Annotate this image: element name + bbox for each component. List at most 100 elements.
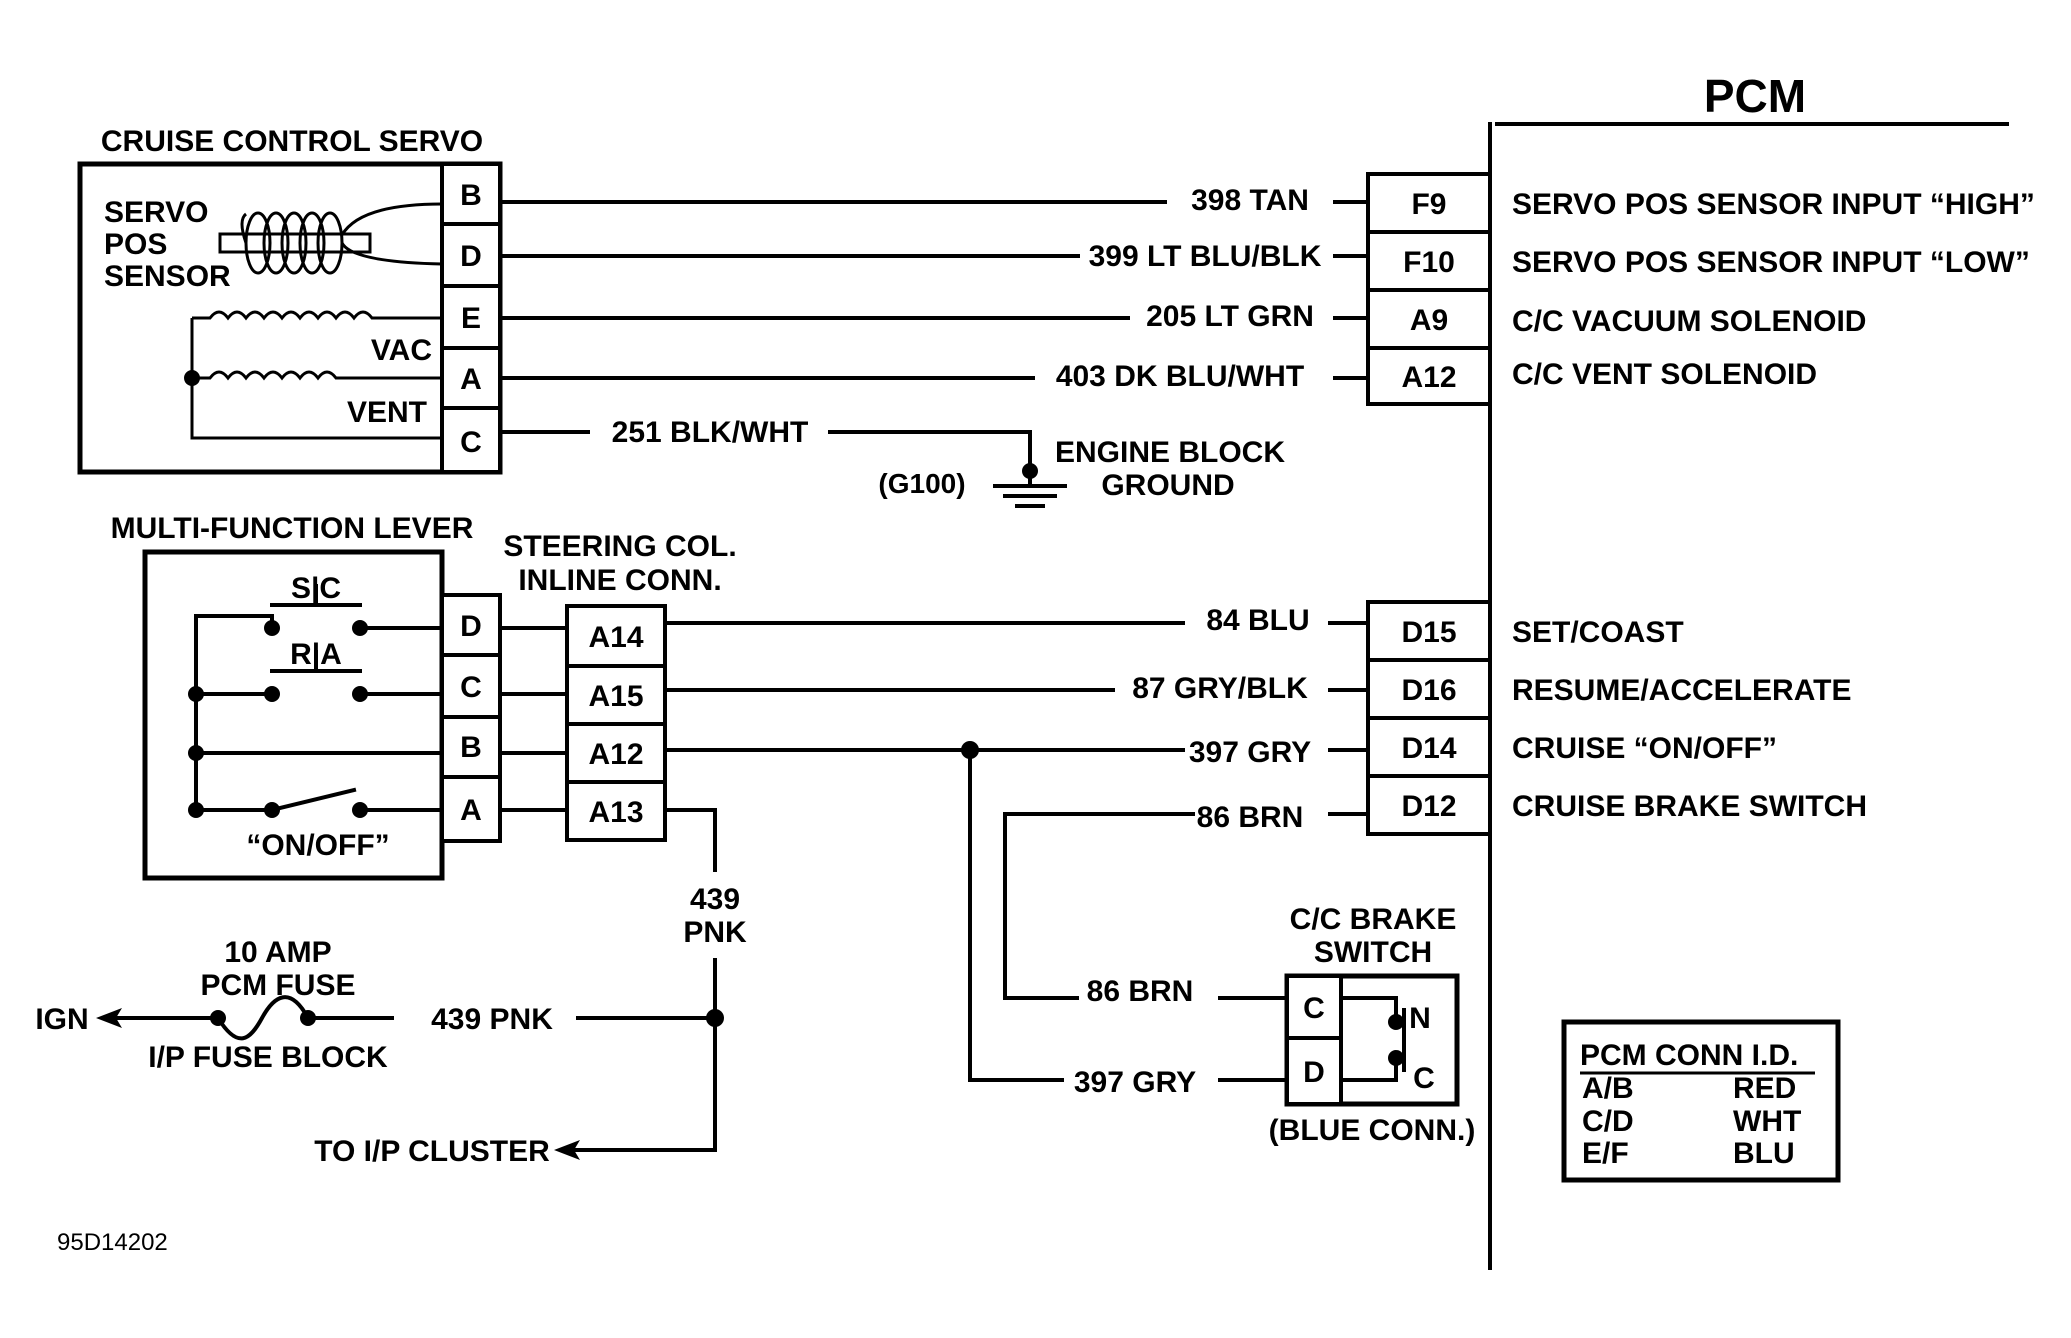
wire-439-pnk xyxy=(663,808,717,872)
wire-439-pnk xyxy=(565,958,717,1152)
lever-junction-dot xyxy=(188,745,204,761)
servo-pin-label: C xyxy=(460,426,482,459)
pcm-pin-d15 xyxy=(1366,600,1492,662)
brake-contact-c: C xyxy=(1413,1062,1435,1095)
wire-label: 399 LT BLU/BLK xyxy=(1089,240,1322,273)
lever-pcm-wires: 84 BLU 87 GRY/BLK 397 GRY 86 BRN xyxy=(663,604,1370,1082)
pcm-pin-f9 xyxy=(1366,172,1492,234)
wire-label: 87 GRY/BLK xyxy=(1132,672,1308,705)
inline-pin-label: A15 xyxy=(588,680,643,713)
brake-contact-dot xyxy=(1388,1014,1404,1030)
switch-contact-dot xyxy=(264,686,280,702)
pcm-function-label: CRUISE “ON/OFF” xyxy=(1512,732,1777,765)
lever-pin-b xyxy=(440,715,502,779)
wire-label: 439 PNK xyxy=(431,1003,553,1036)
legend-conn: E/F xyxy=(1582,1137,1629,1170)
fuse-label: 10 AMP xyxy=(224,936,331,969)
legend-conn: A/B xyxy=(1582,1072,1634,1105)
servo-common-wire xyxy=(190,318,442,440)
ground-label: GROUND xyxy=(1101,469,1234,502)
brake-contact-dot xyxy=(1388,1050,1404,1066)
wire-397-gry-branch xyxy=(968,748,1064,1082)
pcm-function-label: C/C VACUUM SOLENOID xyxy=(1512,305,1866,338)
pcm-connector-legend: PCM CONN I.D. A/B RED C/D WHT E/F BLU xyxy=(1561,1019,1841,1183)
vacuum-solenoid-coil xyxy=(192,310,442,321)
cruise-control-servo: CRUISE CONTROL SERVO B D E A C SERVO POS… xyxy=(77,125,503,475)
ground-label: ENGINE BLOCK xyxy=(1055,436,1285,469)
pcm-pin-label: A9 xyxy=(1410,304,1448,337)
wire-label: 205 LT GRN xyxy=(1146,300,1314,333)
wire-label: PNK xyxy=(683,916,747,949)
pcm-pin-label: F10 xyxy=(1403,246,1455,279)
lever-pin-label: B xyxy=(460,731,482,764)
lever-pin-c xyxy=(440,653,502,719)
power-feed: 439 PNK 439 PNK 10 AMP PCM FUSE I/P FUSE… xyxy=(35,808,747,1168)
ign-label: IGN xyxy=(35,1003,88,1036)
inline-conn-title: INLINE CONN. xyxy=(518,564,721,597)
legend-title: PCM CONN I.D. xyxy=(1580,1039,1798,1072)
pcm-function-label: SERVO POS SENSOR INPUT “LOW” xyxy=(1512,246,2030,279)
wire-label: 251 BLK/WHT xyxy=(612,416,809,449)
pcm-pin-label: D12 xyxy=(1401,790,1456,823)
servo-title: CRUISE CONTROL SERVO xyxy=(101,125,483,158)
lever-pin-label: C xyxy=(460,671,482,704)
resume-accel-label: R|A xyxy=(290,638,342,671)
on-off-label: “ON/OFF” xyxy=(246,829,389,862)
lever-junction-dot xyxy=(188,686,204,702)
lever-pin-d xyxy=(440,593,502,657)
vent-solenoid-coil xyxy=(192,370,442,381)
pcm-pin-label: D16 xyxy=(1401,674,1456,707)
wire-label: 398 TAN xyxy=(1191,184,1309,217)
pcm-title: PCM xyxy=(1704,70,1806,122)
wire-label: 397 GRY xyxy=(1189,736,1311,769)
wire-label: 397 GRY xyxy=(1074,1066,1196,1099)
fuse-label: PCM FUSE xyxy=(200,969,355,1002)
servo-position-sensor-coil xyxy=(218,202,443,275)
legend-conn: C/D xyxy=(1582,1105,1634,1138)
servo-sensor-label: POS xyxy=(104,228,167,261)
legend-color: WHT xyxy=(1733,1105,1801,1138)
vent-label: VENT xyxy=(347,396,427,429)
servo-pin-label: B xyxy=(460,179,482,212)
brake-pin-c xyxy=(1285,974,1343,1040)
servo-pin-label: E xyxy=(461,302,481,335)
switch-contact-dot xyxy=(352,686,368,702)
servo-sensor-label: SERVO xyxy=(104,196,209,229)
inline-pin-label: A12 xyxy=(588,738,643,771)
ground-id: (G100) xyxy=(878,468,965,499)
inline-pin-a14 xyxy=(565,604,667,668)
servo-pin-b xyxy=(440,162,502,226)
inline-pin-label: A14 xyxy=(588,621,643,654)
brake-pin-d xyxy=(1285,1036,1343,1106)
servo-pin-label: A xyxy=(460,363,482,396)
fuse-block-label: I/P FUSE BLOCK xyxy=(148,1041,388,1074)
pcm-pin-d14 xyxy=(1366,716,1492,778)
wire-label: 403 DK BLU/WHT xyxy=(1056,360,1304,393)
wire-label: 86 BRN xyxy=(1087,975,1194,1008)
wire-label: 86 BRN xyxy=(1197,801,1304,834)
pcm-pin-label: D14 xyxy=(1401,732,1456,765)
pcm-pin-label: F9 xyxy=(1411,188,1446,221)
pcm-function-label: RESUME/ACCELERATE xyxy=(1512,674,1851,707)
fuse-symbol xyxy=(215,995,311,1041)
wire-label: 84 BLU xyxy=(1206,604,1309,637)
lever-pin-label: D xyxy=(460,610,482,643)
switch-contact-dot xyxy=(352,802,368,818)
blue-connector-label: (BLUE CONN.) xyxy=(1269,1114,1476,1147)
pcm-function-label: C/C VENT SOLENOID xyxy=(1512,358,1817,391)
lever-pin-label: A xyxy=(460,794,482,827)
pcm-pin-label: A12 xyxy=(1401,361,1456,394)
servo-pin-e xyxy=(440,284,502,350)
multi-function-lever: MULTI-FUNCTION LEVER D C B A S|C R|A xyxy=(111,512,502,881)
cluster-label: TO I/P CLUSTER xyxy=(314,1135,550,1168)
pcm-function-label: SET/COAST xyxy=(1512,616,1684,649)
pcm-pin-label: D15 xyxy=(1401,616,1456,649)
wire-86-brn xyxy=(1003,812,1195,1000)
cluster-arrow-icon xyxy=(554,1140,580,1160)
inline-conn-title: STEERING COL. xyxy=(503,530,736,563)
brake-switch-title: C/C BRAKE xyxy=(1290,903,1457,936)
inline-pin-label: A13 xyxy=(588,796,643,829)
steering-column-inline-connector: STEERING COL. INLINE CONN. A14 A15 A12 A… xyxy=(498,530,737,842)
vac-label: VAC xyxy=(371,334,432,367)
brake-pin-label: D xyxy=(1303,1056,1325,1089)
